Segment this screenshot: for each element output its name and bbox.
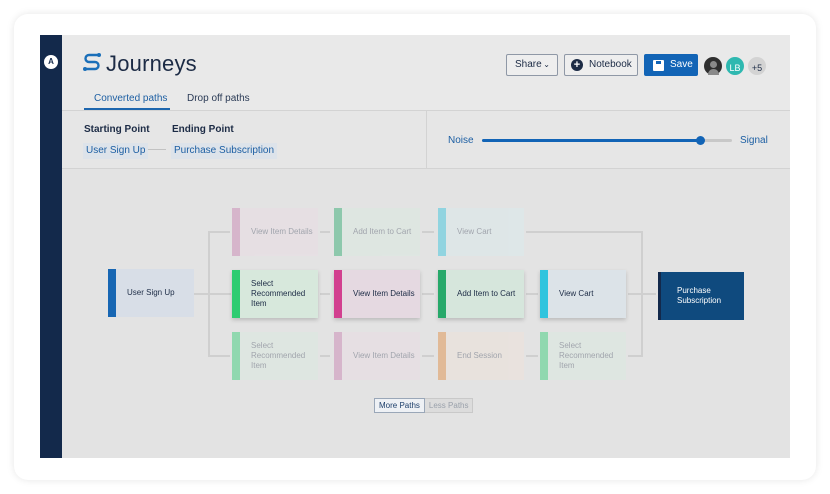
connector-line (422, 231, 434, 233)
node-label: Add Item to Cart (353, 227, 412, 236)
tab-converted-paths[interactable]: Converted paths (94, 93, 168, 104)
node-color-bar (540, 332, 548, 380)
node-color-bar (232, 332, 240, 380)
avatar-lb[interactable]: LB (724, 55, 746, 77)
chevron-down-icon: ⌄ (543, 60, 550, 69)
save-disk-icon (653, 60, 664, 71)
node-label: End Session (457, 351, 502, 360)
journey-canvas: User Sign Up View Item Details Add Item … (62, 170, 790, 458)
connector-line (422, 293, 434, 295)
journey-step-node[interactable]: Select Recommended Item (232, 332, 318, 380)
noise-signal-slider[interactable] (482, 136, 732, 145)
paths-toggle: More Paths Less Paths (374, 398, 474, 413)
journey-step-node[interactable]: View Cart (438, 208, 524, 256)
node-color-bar (334, 208, 342, 256)
node-color-bar (334, 332, 342, 380)
node-label: User Sign Up (127, 288, 175, 297)
journey-end-node[interactable]: Purchase Subscription (658, 272, 744, 320)
save-button-label: Save (670, 59, 693, 70)
node-label: View Item Details (353, 351, 415, 360)
left-nav-rail: A (40, 35, 62, 458)
connector-line (526, 293, 538, 295)
connector-line (526, 231, 642, 233)
node-color-bar (334, 270, 342, 318)
connector-line (628, 355, 642, 357)
page-header: Journeys Converted paths Drop off paths … (62, 35, 790, 111)
node-color-bar (540, 270, 548, 318)
journey-step-node[interactable]: Add Item to Cart (438, 270, 524, 318)
journey-step-node[interactable]: View Item Details (334, 332, 420, 380)
signal-label: Signal (740, 135, 768, 146)
node-color-bar (658, 272, 661, 320)
share-button[interactable]: Share ⌄ (506, 54, 558, 76)
connector-line (526, 355, 538, 357)
journeys-icon (83, 53, 101, 71)
journey-step-node[interactable]: Select Recommended Item (540, 332, 626, 380)
notebook-button[interactable]: + Notebook (564, 54, 638, 76)
connector-line (193, 293, 231, 295)
node-label: View Cart (457, 227, 492, 236)
node-label: Select Recommended Item (251, 341, 306, 370)
node-label: View Item Details (251, 227, 313, 236)
share-button-label: Share (515, 59, 542, 70)
connector-line (320, 293, 330, 295)
node-color-bar (438, 270, 446, 318)
ending-point-label: Ending Point (172, 124, 234, 135)
node-label: View Item Details (353, 289, 415, 298)
filters-divider (426, 111, 427, 169)
node-label: View Cart (559, 289, 594, 298)
node-color-bar (438, 332, 446, 380)
connector-line (320, 231, 330, 233)
journey-step-node[interactable]: Select Recommended Item (232, 270, 318, 318)
journey-step-node[interactable]: View Item Details (334, 270, 420, 318)
connector-line (422, 355, 434, 357)
node-label: Select Recommended Item (251, 279, 306, 308)
journey-step-node[interactable]: View Item Details (232, 208, 318, 256)
node-color-bar (438, 208, 446, 256)
slider-fill (482, 139, 700, 142)
node-color-bar (232, 270, 240, 318)
journey-step-node[interactable]: View Cart (540, 270, 626, 318)
less-paths-button[interactable]: Less Paths (424, 398, 474, 413)
connector-line (208, 231, 230, 233)
tab-drop-off-paths[interactable]: Drop off paths (187, 93, 250, 104)
more-paths-button[interactable]: More Paths (374, 398, 425, 413)
node-label: Purchase Subscription (677, 286, 722, 305)
node-color-bar (108, 269, 116, 317)
ending-point-select[interactable]: Purchase Subscription (171, 143, 278, 159)
journey-step-node[interactable]: End Session (438, 332, 524, 380)
noise-label: Noise (448, 135, 474, 146)
slider-handle[interactable] (695, 136, 705, 145)
connector-line (208, 232, 210, 356)
node-label: Add Item to Cart (457, 289, 516, 298)
connector-line (320, 355, 330, 357)
page-title: Journeys (106, 51, 197, 76)
save-button[interactable]: Save (644, 54, 698, 76)
avatar-user-photo[interactable] (702, 55, 724, 77)
add-circle-icon: + (571, 59, 583, 71)
app-logo-icon[interactable]: A (44, 55, 58, 69)
node-color-bar (232, 208, 240, 256)
connector-line (628, 293, 656, 295)
app-window: A Journeys Converted paths Drop off path… (40, 35, 790, 458)
start-end-connector (148, 149, 166, 150)
journey-filters: Starting Point Ending Point User Sign Up… (62, 111, 790, 169)
connector-line (208, 355, 230, 357)
starting-point-label: Starting Point (84, 124, 150, 135)
journey-start-node[interactable]: User Sign Up (108, 269, 194, 317)
starting-point-select[interactable]: User Sign Up (83, 143, 149, 159)
node-label: Select Recommended Item (559, 341, 614, 370)
avatar-more-count[interactable]: +5 (746, 55, 768, 77)
active-tab-indicator (84, 108, 170, 110)
journey-step-node[interactable]: Add Item to Cart (334, 208, 420, 256)
notebook-button-label: Notebook (589, 59, 632, 70)
